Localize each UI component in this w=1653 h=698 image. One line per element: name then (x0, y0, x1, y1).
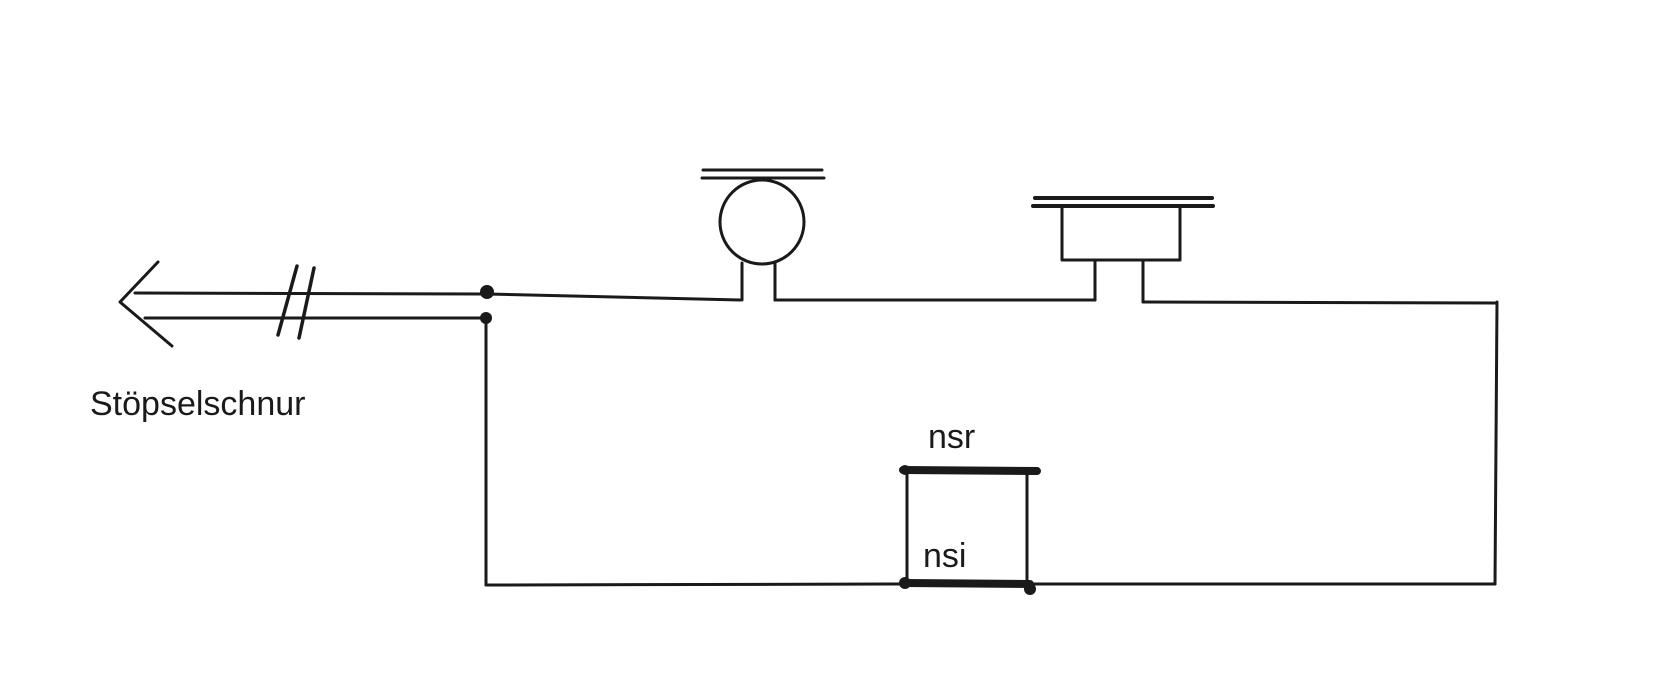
contact-label-nsi: nsi (923, 537, 966, 575)
circuit-wires (484, 292, 1499, 587)
bell-icon (700, 168, 1097, 302)
plug-cord (133, 264, 487, 340)
contact-label-nsr: nsr (928, 418, 975, 456)
contact-pair (899, 465, 1041, 595)
cord-label: Stöpselschnur (90, 385, 305, 423)
key-switch-icon (1031, 196, 1215, 304)
terminal-dot-upper (480, 285, 494, 299)
plug-arrow-icon (118, 260, 174, 348)
